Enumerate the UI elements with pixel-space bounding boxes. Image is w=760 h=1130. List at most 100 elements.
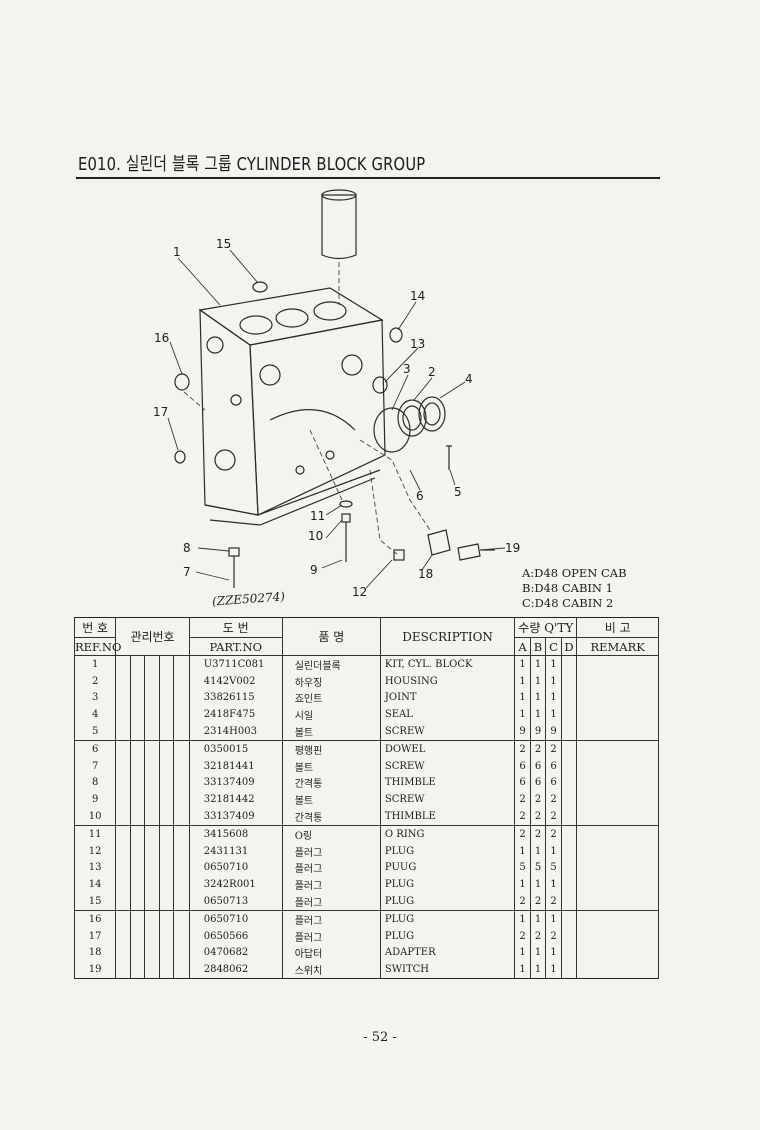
cell-mgmt-1 <box>115 689 131 707</box>
cell-qty-b: 1 <box>529 672 547 690</box>
cell-mgmt-3 <box>144 672 160 690</box>
cell-remark <box>576 689 659 707</box>
cell-mgmt-5 <box>173 927 190 945</box>
cell-ref: 4 <box>73 706 117 724</box>
callout-18: 18 <box>418 567 433 581</box>
cell-mgmt-4 <box>158 842 175 860</box>
cell-qty-c: 6 <box>545 774 562 792</box>
cell-remark <box>576 706 659 724</box>
cell-qty-b: 2 <box>529 893 547 911</box>
cell-qty-b: 1 <box>529 944 547 962</box>
cell-qty-d <box>560 893 578 911</box>
cell-qty-c: 2 <box>545 927 562 945</box>
cell-part-no: 2418F475 <box>188 706 283 724</box>
cell-description: O RING <box>379 824 516 843</box>
cell-ref: 11 <box>73 824 117 843</box>
cell-qty-c: 9 <box>545 723 562 741</box>
cell-mgmt-3 <box>144 739 160 758</box>
cell-mgmt-1 <box>115 876 131 894</box>
cell-qty-d <box>560 876 578 894</box>
cell-ref: 10 <box>73 808 117 826</box>
cell-mgmt-2 <box>129 689 146 707</box>
cell-mgmt-4 <box>158 655 175 673</box>
cell-qty-c: 2 <box>545 808 562 826</box>
cell-part-no: 0470682 <box>188 944 283 962</box>
cell-description: SCREW <box>379 757 516 775</box>
cell-remark <box>576 842 659 860</box>
cell-mgmt-2 <box>129 824 146 843</box>
cell-mgmt-2 <box>129 757 146 775</box>
cell-remark <box>576 909 659 928</box>
cell-qty-d <box>560 739 578 758</box>
cell-remark <box>576 893 659 911</box>
cell-description: PUUG <box>379 859 516 877</box>
cell-qty-b: 6 <box>529 774 547 792</box>
cell-mgmt-5 <box>173 893 190 911</box>
cell-description: PLUG <box>379 893 516 911</box>
cell-description: THIMBLE <box>379 808 516 826</box>
cell-mgmt-4 <box>158 706 175 724</box>
cell-qty-d <box>560 859 578 877</box>
cell-mgmt-2 <box>129 909 146 928</box>
cell-name-kr: 볼트 <box>281 757 381 775</box>
cell-mgmt-3 <box>144 757 160 775</box>
cell-mgmt-4 <box>158 808 175 826</box>
cell-description: DOWEL <box>379 739 516 758</box>
cell-description: ADAPTER <box>379 944 516 962</box>
cell-part-no: 0650710 <box>188 859 283 877</box>
cell-ref: 8 <box>73 774 117 792</box>
cell-qty-d <box>560 774 578 792</box>
cell-qty-a: 2 <box>514 808 531 826</box>
callout-12: 12 <box>352 585 367 599</box>
cell-qty-a: 2 <box>514 927 531 945</box>
cell-part-no: 2431131 <box>188 842 283 860</box>
callout-2: 2 <box>428 365 436 379</box>
header-qty-c: C <box>545 637 562 656</box>
title-underline <box>76 177 660 179</box>
cell-mgmt-3 <box>144 859 160 877</box>
cell-name-kr: 실린더블록 <box>281 655 381 673</box>
legend-item-b: B:D48 CABIN 1 <box>522 581 613 595</box>
cell-mgmt-1 <box>115 909 131 928</box>
cell-qty-d <box>560 944 578 962</box>
callout-19: 19 <box>505 541 520 555</box>
cell-ref: 6 <box>73 739 117 758</box>
cell-description: PLUG <box>379 909 516 928</box>
cell-mgmt-4 <box>158 739 175 758</box>
cell-qty-d <box>560 723 578 741</box>
cell-description: PLUG <box>379 842 516 860</box>
cell-mgmt-4 <box>158 791 175 809</box>
cell-qty-c: 1 <box>545 655 562 673</box>
cell-part-no: 33137409 <box>188 808 283 826</box>
cell-name-kr: 간격통 <box>281 774 381 792</box>
cell-description: KIT, CYL. BLOCK <box>379 655 516 673</box>
cell-mgmt-3 <box>144 961 160 980</box>
cell-qty-b: 2 <box>529 927 547 945</box>
cell-mgmt-5 <box>173 791 190 809</box>
cell-mgmt-2 <box>129 944 146 962</box>
cell-ref: 7 <box>73 757 117 775</box>
cell-qty-c: 1 <box>545 706 562 724</box>
cell-name-kr: 플러그 <box>281 842 381 860</box>
cell-mgmt-3 <box>144 944 160 962</box>
callout-3: 3 <box>403 362 411 376</box>
cell-remark <box>576 655 659 673</box>
cell-qty-b: 1 <box>529 842 547 860</box>
cell-qty-d <box>560 927 578 945</box>
cell-ref: 9 <box>73 791 117 809</box>
cell-mgmt-5 <box>173 909 190 928</box>
cell-name-kr: O링 <box>281 824 381 843</box>
cell-mgmt-4 <box>158 893 175 911</box>
cell-mgmt-4 <box>158 944 175 962</box>
cell-remark <box>576 944 659 962</box>
cell-part-no: 0350015 <box>188 739 283 758</box>
cell-remark <box>576 757 659 775</box>
cell-qty-c: 1 <box>545 842 562 860</box>
cell-mgmt-2 <box>129 961 146 980</box>
cell-mgmt-3 <box>144 791 160 809</box>
cell-mgmt-3 <box>144 706 160 724</box>
